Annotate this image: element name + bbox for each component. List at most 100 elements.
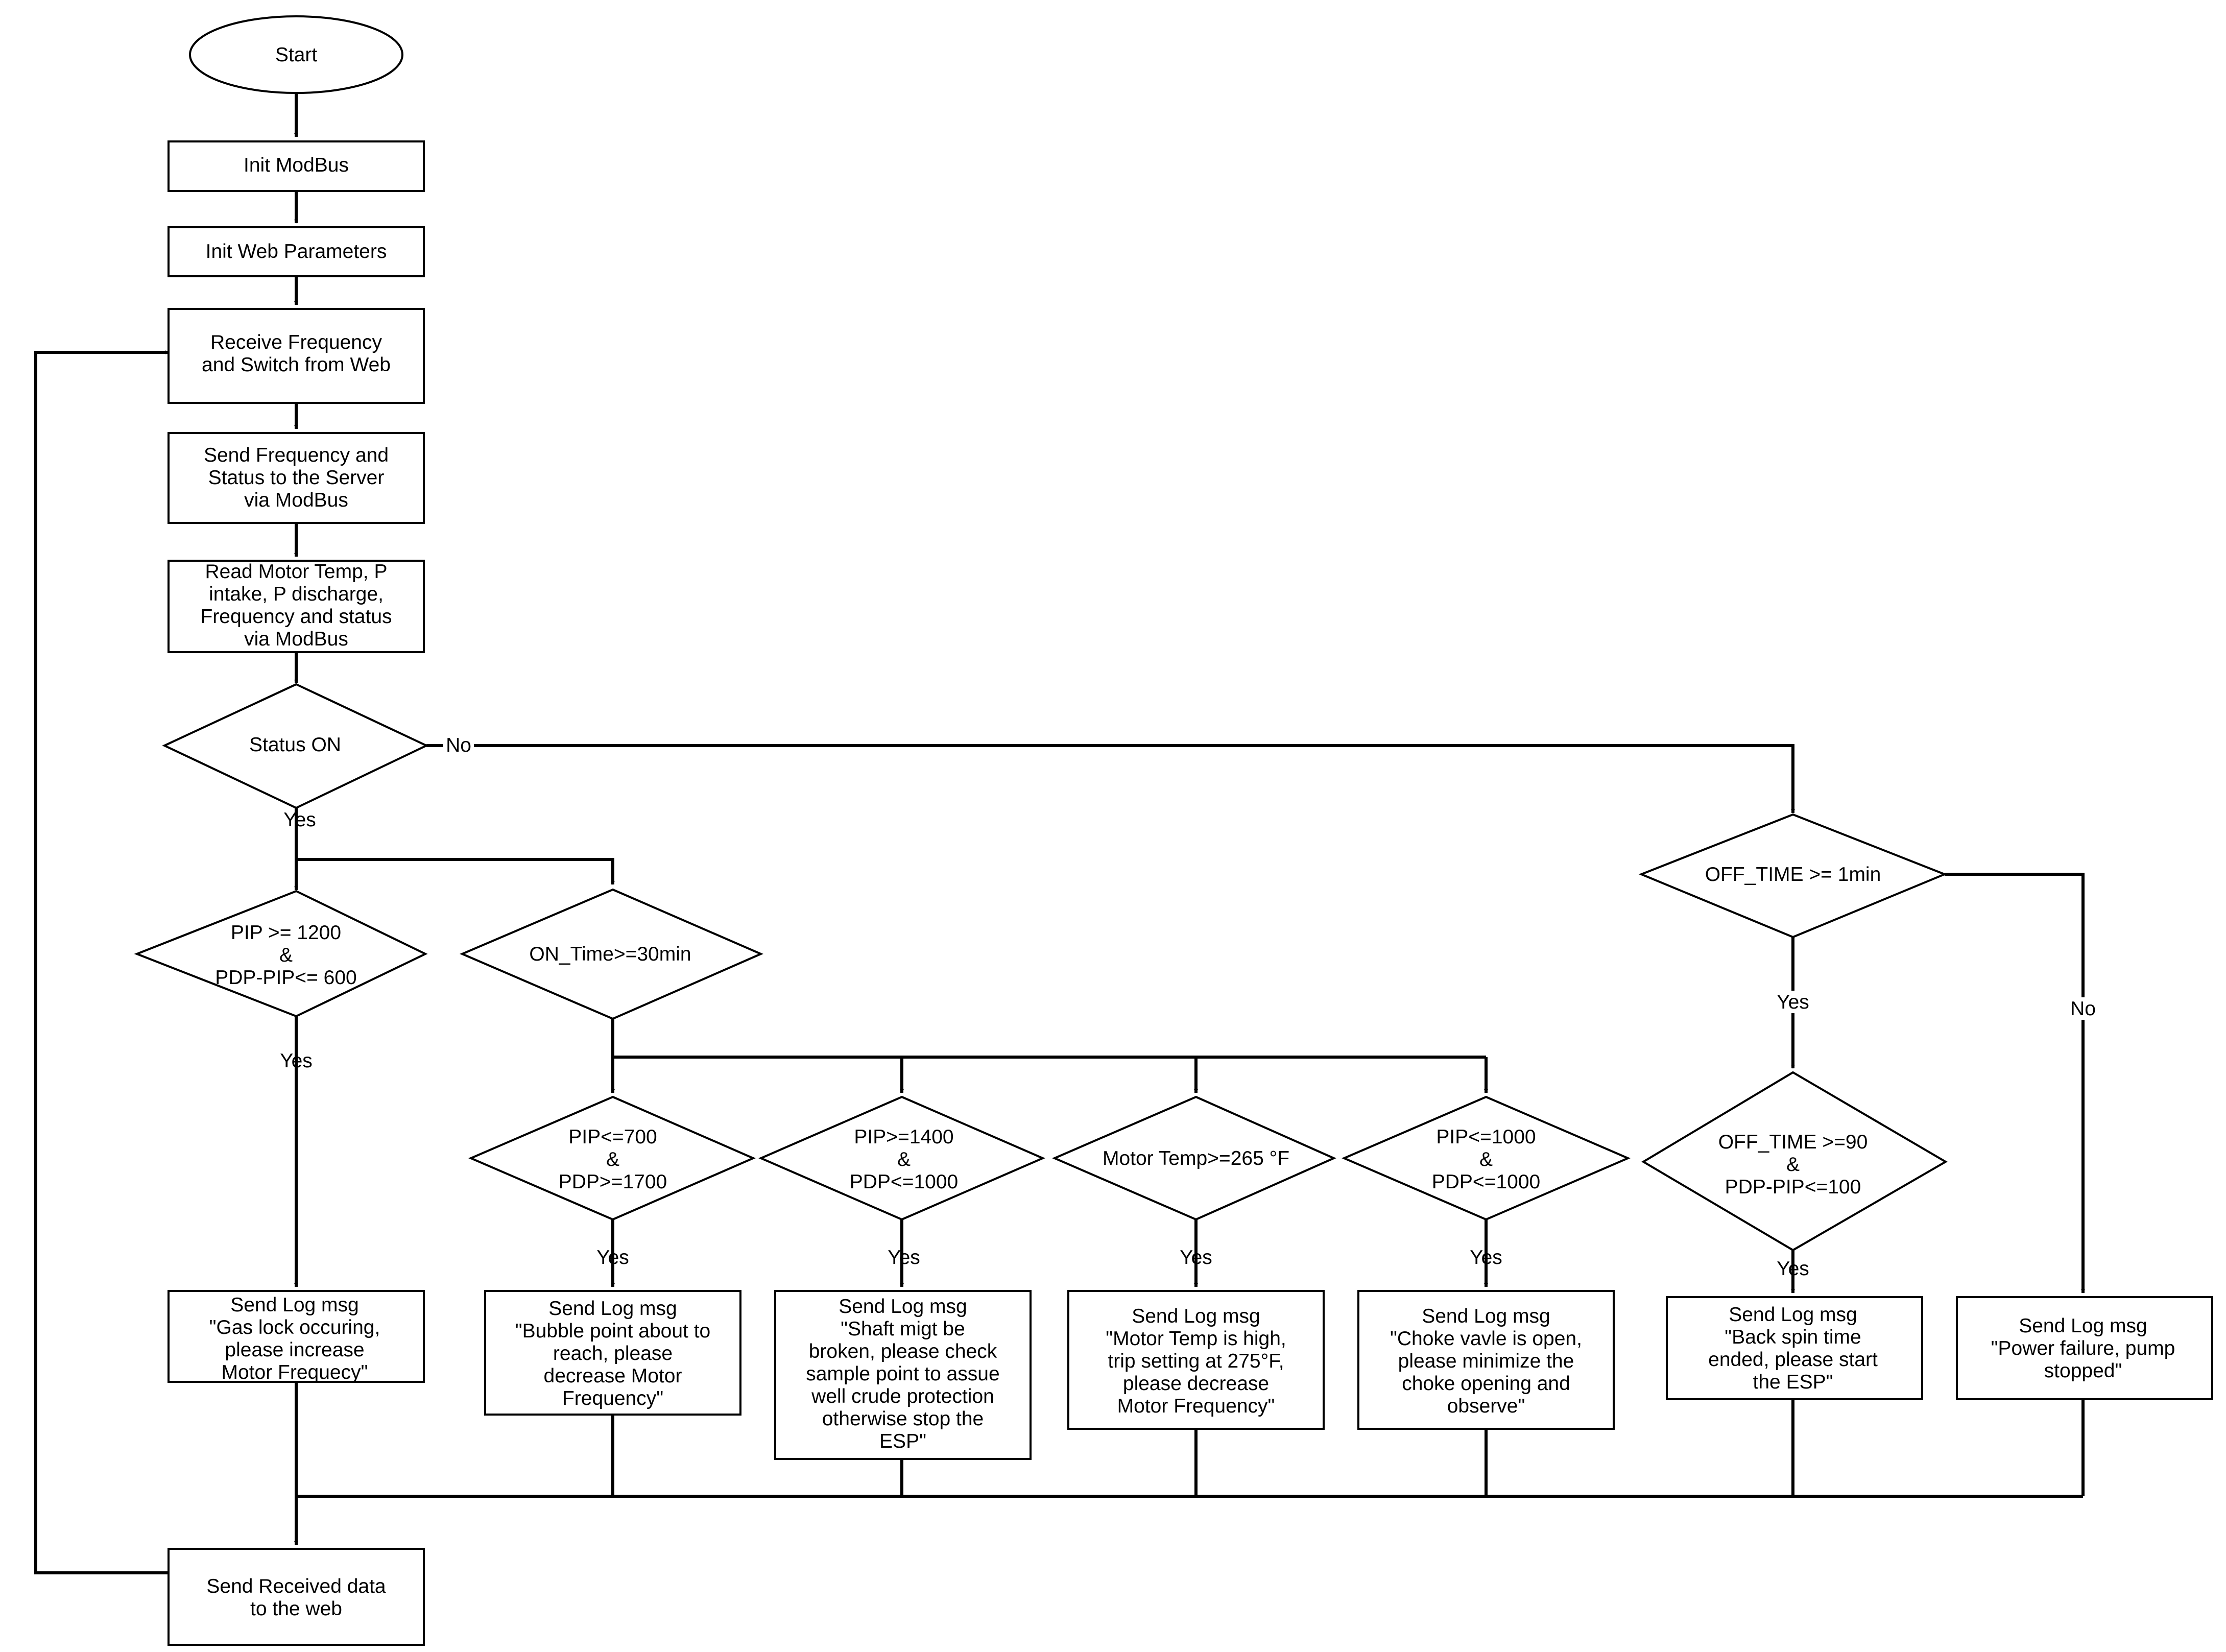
node-text-line: PDP-PIP<= 600	[215, 967, 357, 989]
node-text-line: stopped"	[2044, 1360, 2122, 1382]
node-text-line: PDP<=1000	[1432, 1171, 1541, 1193]
node-text-line: trip setting at 275°F,	[1108, 1350, 1284, 1372]
node-text: ON_Time>=30min	[529, 943, 691, 965]
edge-off1-no	[1945, 873, 2085, 1294]
node-text-line: via ModBus	[244, 628, 348, 650]
node-text-line: ESP"	[879, 1430, 926, 1452]
node-text-line: Frequency and status	[200, 606, 392, 628]
node-text: PIP>=1400&PDP<=1000	[850, 1126, 959, 1193]
edge-status-yes	[295, 808, 615, 885]
node-text-line: PDP>=1700	[559, 1171, 667, 1193]
on-time-decision	[459, 888, 764, 1020]
node-text-line: &	[1479, 1148, 1493, 1170]
node-text-line: the ESP"	[1753, 1371, 1833, 1393]
pip-1000-label: PIP<=1000&PDP<=1000	[1432, 1126, 1541, 1193]
send-received-step	[167, 1548, 425, 1646]
edge-ontime-bus	[611, 1019, 1486, 1059]
log-motor-temp-box	[1067, 1290, 1325, 1430]
node-text: Send Log msg"Gas lock occuring,please in…	[209, 1294, 380, 1383]
node-text-line: Motor Temp>=265 °F	[1103, 1147, 1289, 1169]
pip1200-yes-label: Yes	[280, 1050, 313, 1072]
node-text-line: "Gas lock occuring,	[209, 1316, 380, 1338]
node-text-line: PIP<=1000	[1436, 1126, 1536, 1148]
node-text-line: Send Frequency and	[204, 444, 389, 466]
connectors	[34, 93, 2085, 1574]
status-on-label: Status ON	[249, 734, 341, 756]
node-text-line: Send Log msg	[1729, 1304, 1857, 1326]
receive-frequency-step	[167, 308, 425, 404]
node-text-line: sample point to assue	[806, 1363, 999, 1385]
node-text-line: intake, P discharge,	[209, 583, 384, 605]
pip-1200-decision	[134, 890, 428, 1018]
off-time-90-label: OFF_TIME >=90&PDP-PIP<=100	[1718, 1131, 1868, 1198]
node-text-line: Motor Frequency"	[1117, 1395, 1275, 1417]
node-text-line: broken, please check	[809, 1340, 997, 1362]
node-text-line: Send Received data	[206, 1575, 386, 1597]
node-text-line: choke opening and	[1402, 1373, 1570, 1395]
node-text: Start	[275, 44, 318, 66]
node-text: OFF_TIME >=90&PDP-PIP<=100	[1718, 1131, 1868, 1198]
edge-loop-back	[34, 350, 169, 1574]
node-text-line: PIP<=700	[568, 1126, 657, 1148]
node-text-line: OFF_TIME >= 1min	[1705, 864, 1881, 885]
log-backspin-box	[1666, 1296, 1923, 1400]
pip-1400-decision	[758, 1095, 1046, 1221]
node-text-line: Motor Frequecy"	[222, 1361, 368, 1383]
node-text-line: to the web	[250, 1598, 342, 1620]
node-text-line: please minimize the	[1398, 1350, 1574, 1372]
pip-1000-decision	[1341, 1095, 1631, 1221]
pip-1400-label: PIP>=1400&PDP<=1000	[850, 1126, 959, 1193]
edge-labels: No Yes Yes Yes No Yes Yes Yes Yes Yes	[280, 733, 2100, 1280]
node-text-line: ON_Time>=30min	[529, 943, 691, 965]
pip-700-decision	[468, 1095, 756, 1221]
pip1000-yes-label: Yes	[1470, 1247, 1502, 1268]
init-modbus-step	[167, 140, 425, 192]
init-web-parameters-step	[167, 226, 425, 277]
node-text: PIP<=1000&PDP<=1000	[1432, 1126, 1541, 1193]
edge-status-no	[426, 744, 1795, 813]
off90-yes-label: Yes	[1777, 1258, 1809, 1280]
node-text-line: Frequency"	[562, 1387, 663, 1409]
node-text-line: Start	[275, 44, 318, 66]
node-text-line: Send Log msg	[2019, 1315, 2147, 1337]
log-gas-lock-box	[167, 1290, 425, 1383]
pip-700-label: PIP<=700&PDP>=1700	[559, 1126, 667, 1193]
off-time-1min-label: OFF_TIME >= 1min	[1705, 864, 1881, 885]
pip700-yes-label: Yes	[596, 1247, 629, 1268]
node-text: PIP<=700&PDP>=1700	[559, 1126, 667, 1193]
node-text: Send Log msg"Motor Temp is high,trip set…	[1106, 1305, 1286, 1417]
node-text-line: PDP-PIP<=100	[1725, 1176, 1861, 1198]
node-text-line: ended, please start	[1708, 1349, 1878, 1371]
node-text-line: "Power failure, pump	[1991, 1337, 2175, 1359]
log-choke-box	[1357, 1290, 1615, 1430]
node-text-line: Receive Frequency	[210, 331, 382, 353]
node-text-line: Init Web Parameters	[206, 241, 387, 262]
node-text-line: please decrease	[1123, 1373, 1269, 1395]
node-text-line: Status ON	[249, 734, 341, 756]
node-text: PIP >= 1200&PDP-PIP<= 600	[215, 922, 357, 989]
status-on-decision	[162, 683, 429, 809]
node-text-line: "Shaft migt be	[841, 1318, 965, 1340]
off-time-90-decision	[1641, 1071, 1948, 1252]
send-frequency-step	[167, 432, 425, 524]
node-text: Status ON	[249, 734, 341, 756]
node-text-line: PIP>=1400	[854, 1126, 953, 1148]
init-modbus-label: Init ModBus	[244, 154, 349, 176]
status-yes-label: Yes	[283, 809, 316, 831]
node-text: OFF_TIME >= 1min	[1705, 864, 1881, 885]
node-text-line: observe"	[1447, 1395, 1525, 1417]
status-no-label: No	[446, 734, 471, 756]
node-text: Init ModBus	[244, 154, 349, 176]
